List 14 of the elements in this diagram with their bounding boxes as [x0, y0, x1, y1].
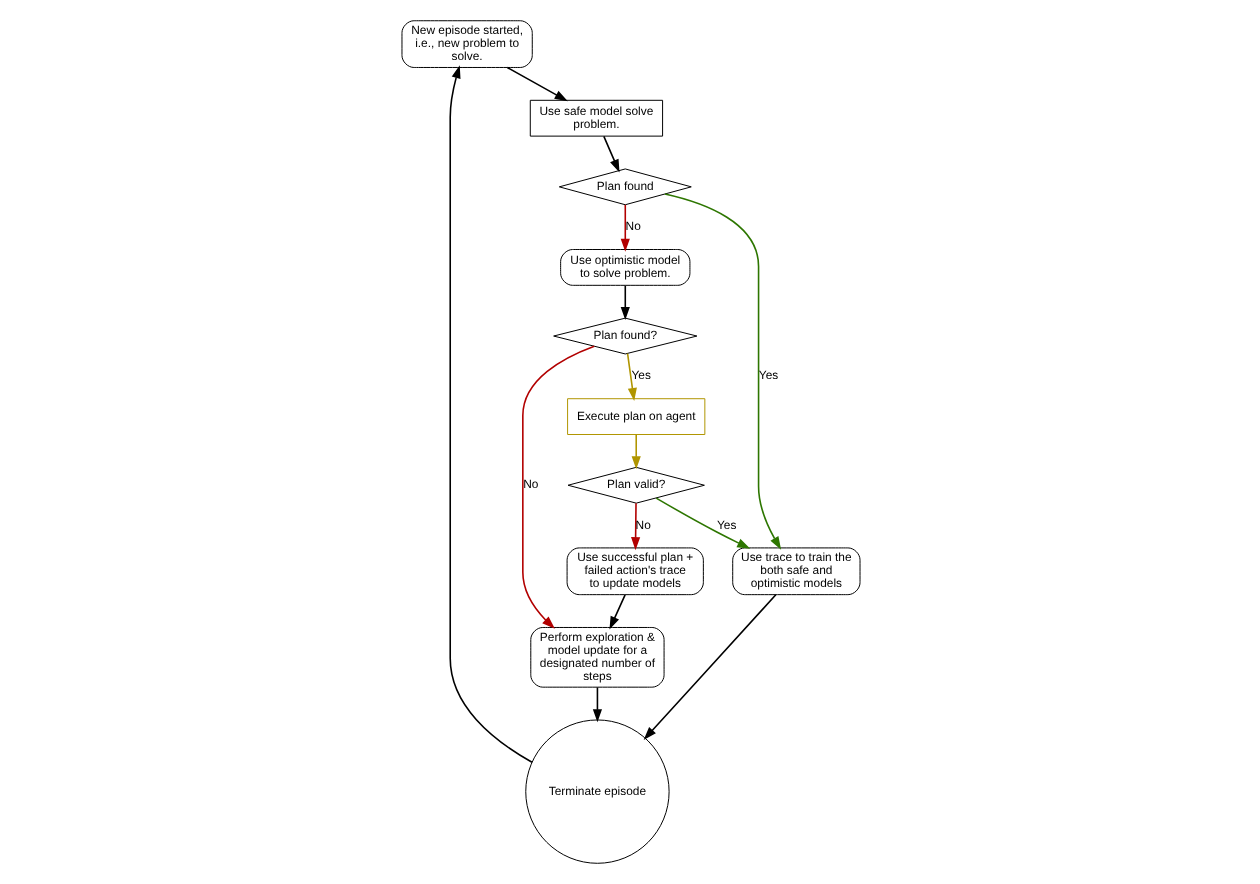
arrow: [591, 686, 602, 723]
arrow: [448, 65, 532, 763]
arrow: [505, 66, 567, 102]
arrow: [625, 352, 636, 402]
arrow: [642, 594, 776, 740]
arrow: [521, 345, 595, 629]
arrow: [630, 433, 640, 470]
arrow: [602, 135, 619, 173]
arrow: [608, 594, 625, 630]
arrow: [619, 204, 629, 252]
arrow: [630, 502, 640, 551]
arrow: [619, 284, 629, 321]
arrow: [654, 497, 750, 549]
arrow: [663, 193, 781, 550]
